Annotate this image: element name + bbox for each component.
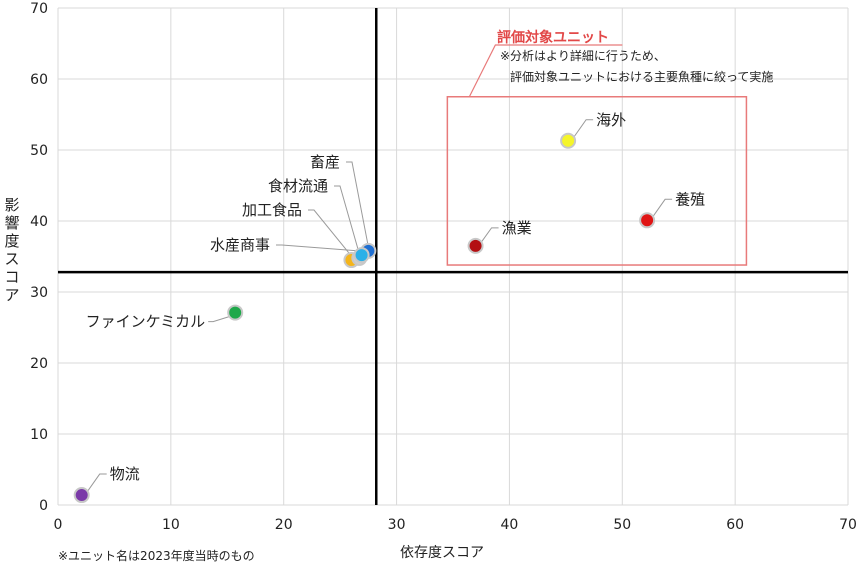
data-label: 食材流通 [268,177,328,195]
data-label-leader [652,198,673,217]
y-axis-label-char: 響 [4,214,20,232]
data-label-leader [573,119,594,138]
x-axis-label: 依存度スコア [400,545,484,561]
y-tick-label: 40 [30,214,48,230]
y-axis-label-char: コ [4,268,20,286]
footnote: ※ユニット名は2023年度当時のもの [58,549,255,563]
y-tick-label: 70 [30,1,48,17]
data-label-leader [87,473,107,492]
y-axis-label: 影響度スコア [4,196,20,304]
x-tick-label: 10 [162,517,180,533]
x-tick-label: 40 [501,517,519,533]
y-tick-label: 0 [39,498,48,514]
data-point [467,237,484,254]
x-tick-label: 0 [54,517,63,533]
data-point [353,247,370,264]
evaluation-box-leader [468,44,623,98]
data-label: ファインケミカル [86,313,206,331]
annotation-title: 評価対象ユニット [497,30,609,46]
data-label: 漁業 [502,219,532,237]
annotation-note-line1: ※分析はより詳細に行うため、 [500,49,666,63]
x-tick-label: 30 [388,517,406,533]
x-tick-label: 20 [275,517,293,533]
data-label-leader [346,161,369,247]
x-tick-label: 70 [839,517,856,533]
y-axis-label-char: ス [4,250,20,268]
data-label-leader [334,185,360,255]
data-point [73,487,90,504]
data-label: 加工食品 [242,201,302,219]
data-label-leader [208,316,230,323]
data-label: 海外 [596,111,626,129]
data-label-leader [276,244,362,252]
data-label: 養殖 [675,190,705,208]
data-point [227,304,244,321]
evaluation-box [446,96,748,266]
y-tick-label: 20 [30,356,48,372]
y-tick-label: 60 [30,72,48,88]
data-label: 水産商事 [210,236,270,254]
data-label: 畜産 [310,153,340,171]
data-label-leader [308,209,352,257]
data-label-leader [481,227,499,243]
y-axis-label-char: ア [4,286,20,304]
y-tick-label: 30 [30,285,48,301]
annotation-note-line2: 評価対象ユニットにおける主要魚種に絞って実施 [510,70,774,84]
x-tick-label: 50 [613,517,631,533]
y-tick-label: 50 [30,143,48,159]
data-point [639,212,656,229]
data-label: 物流 [110,465,140,483]
y-axis-label-char: 度 [4,232,20,250]
y-axis-label-char: 影 [4,196,20,214]
x-tick-label: 60 [726,517,744,533]
y-tick-label: 10 [30,427,48,443]
data-point [560,132,577,149]
